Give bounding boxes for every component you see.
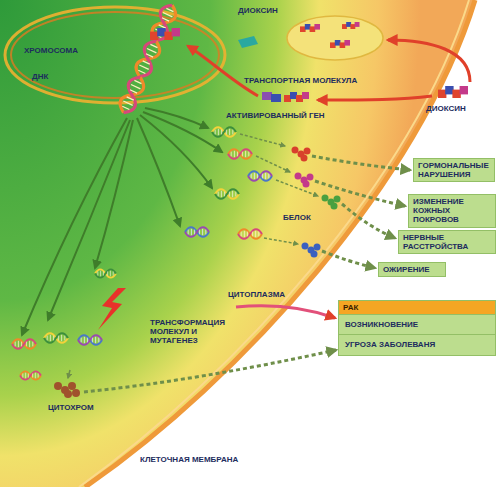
part-label: ДНК xyxy=(32,72,48,81)
part-label: ТРАНСФОРМАЦИЯ МОЛЕКУЛ И МУТАГЕНЕЗ xyxy=(150,318,242,346)
box-text: ГОРМОНАЛЬНЫЕ НАРУШЕНИЯ xyxy=(414,159,494,181)
part-label: ЦИТОХРОМ xyxy=(48,403,94,412)
part-label: ТРАНСПОРТНАЯ МОЛЕКУЛА xyxy=(244,76,357,85)
part-label: БЕЛОК xyxy=(283,213,311,222)
box-text: НЕРВНЫЕ РАССТРОЙСТВА xyxy=(399,231,495,253)
box-text: ВОЗНИКНОВЕНИЕ xyxy=(339,314,495,334)
part-label: ЦИТОПЛАЗМА xyxy=(228,290,285,299)
effect-box: ИЗМЕНЕНИЕ КОЖНЫХ ПОКРОВОВ xyxy=(408,194,496,228)
effect-box: ГОРМОНАЛЬНЫЕ НАРУШЕНИЯ xyxy=(413,158,495,182)
effect-box: НЕРВНЫЕ РАССТРОЙСТВА xyxy=(398,230,496,254)
box-text: ИЗМЕНЕНИЕ КОЖНЫХ ПОКРОВОВ xyxy=(409,195,495,227)
box-text: УГРОЗА ЗАБОЛЕВАНЯ xyxy=(339,334,495,354)
box-text: ОЖИРЕНИЕ xyxy=(379,263,445,276)
panel-heading: РАК xyxy=(339,301,495,314)
effect-box: ОЖИРЕНИЕ xyxy=(378,262,446,277)
part-label: ХРОМОСОМА xyxy=(24,46,78,55)
part-label: ДИОКСИН xyxy=(426,104,466,113)
effect-panel: РАКВОЗНИКНОВЕНИЕУГРОЗА ЗАБОЛЕВАНЯ xyxy=(338,300,496,356)
part-label: ДИОКСИН xyxy=(238,6,278,15)
part-label: КЛЕТОЧНАЯ МЕМБРАНА xyxy=(140,455,238,464)
part-label: АКТИВИРОВАННЫЙ ГЕН xyxy=(226,111,325,120)
